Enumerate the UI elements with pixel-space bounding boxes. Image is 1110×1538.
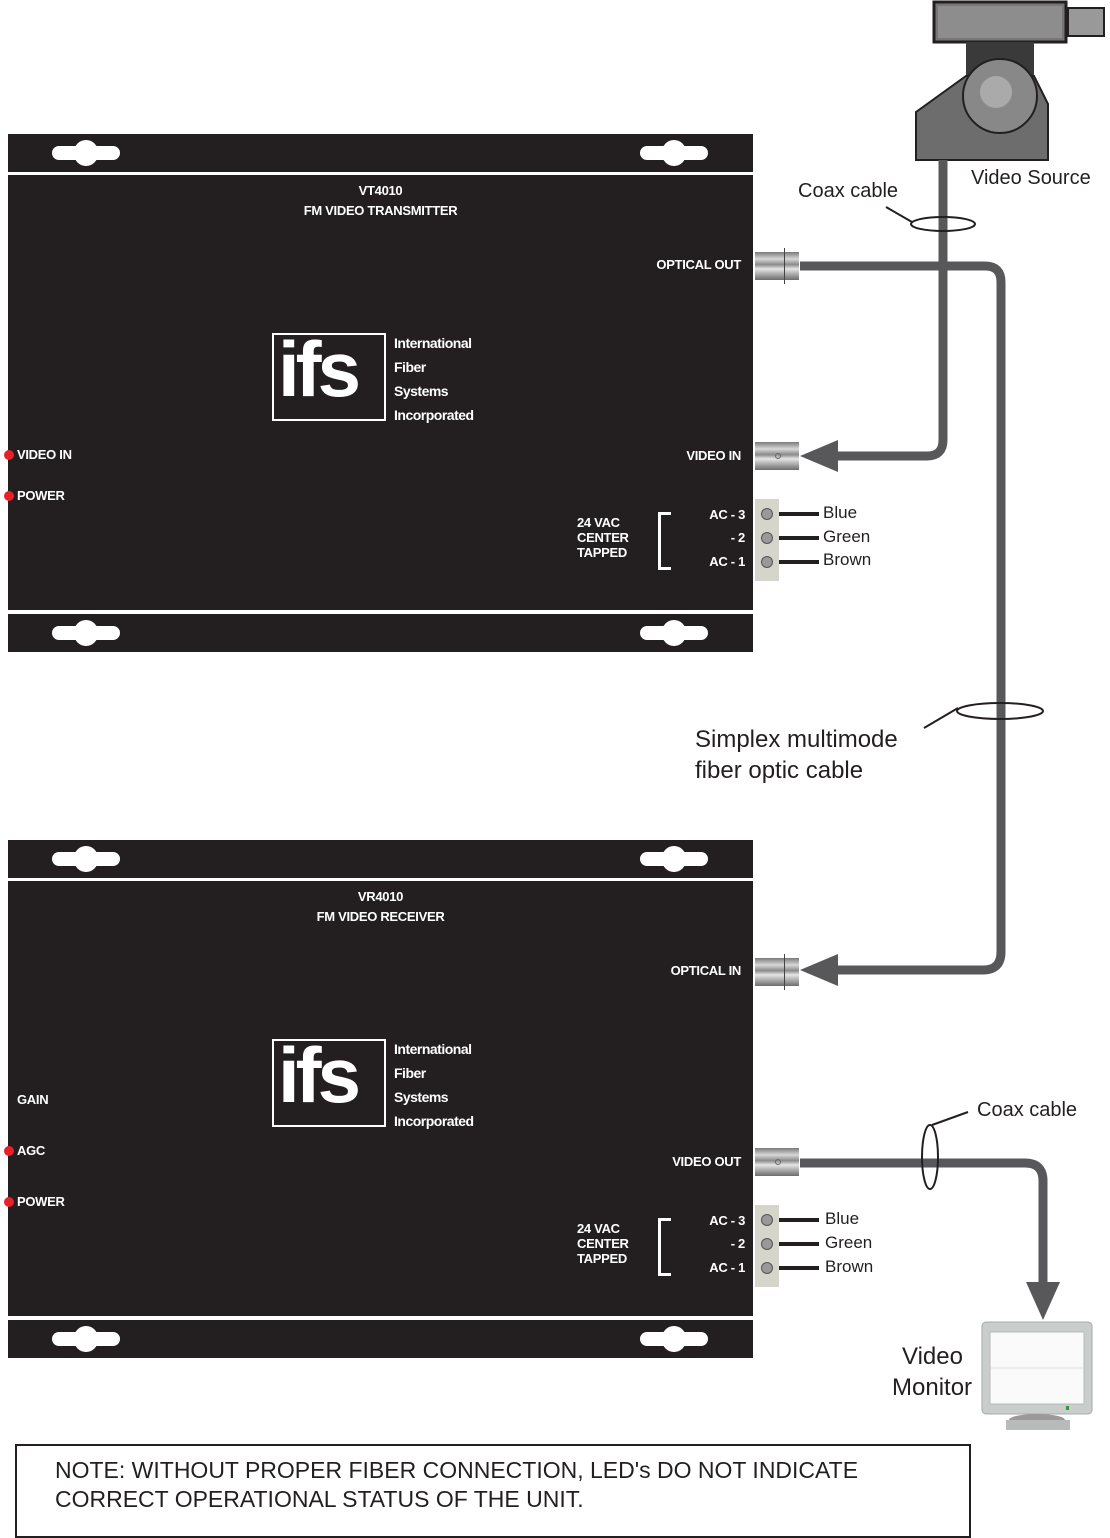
video-monitor-icon (981, 1321, 1093, 1430)
logo-word: Incorporated (394, 1113, 474, 1129)
receiver-bottom-ear (8, 1320, 753, 1358)
power-label: TAPPED (577, 1251, 627, 1266)
coax-cable-label-top: Coax cable (798, 180, 899, 202)
wire-green (779, 536, 819, 540)
receiver-panel: VR4010 FM VIDEO RECEIVER OPTICAL IN VIDE… (4, 881, 753, 1316)
wire-blue (779, 512, 819, 516)
fiber-cable-label: fiber optic cable (695, 757, 864, 784)
note-line: CORRECT OPERATIONAL STATUS OF THE UNIT. (55, 1486, 584, 1512)
terminal-label: - 2 (730, 1236, 746, 1251)
transmitter-panel: VT4010 FM VIDEO TRANSMITTER OPTICAL OUT … (4, 175, 753, 610)
terminal-label: AC - 3 (709, 507, 745, 522)
ifs-logo-box (272, 1039, 386, 1127)
logo-word: Fiber (394, 1065, 426, 1081)
power-label: CENTER (577, 1236, 629, 1251)
ifs-logo-mark: ifs (278, 325, 361, 413)
mounting-slot (640, 846, 708, 872)
mounting-slot (640, 1326, 708, 1352)
screw-icon[interactable] (761, 1214, 773, 1226)
wire-label: Green (825, 1233, 873, 1252)
power-label: TAPPED (577, 545, 627, 560)
transmitter-bottom-ear (8, 614, 753, 652)
receiver-name: FM VIDEO RECEIVER (316, 909, 445, 924)
fiber-cable-label: Simplex multimode (695, 726, 898, 753)
terminal-block (755, 1205, 779, 1287)
led-label-video-in: VIDEO IN (17, 447, 72, 462)
mounting-slot (640, 140, 708, 166)
ifs-logo-box (272, 333, 386, 421)
ifs-logo-mark: ifs (278, 1031, 361, 1119)
video-monitor-label: Video (902, 1343, 963, 1370)
logo-word: Fiber (394, 359, 426, 375)
mounting-slot (52, 846, 120, 872)
screw-icon[interactable] (761, 1262, 773, 1274)
wire-brown (779, 560, 819, 564)
optical-in-connector[interactable] (755, 954, 799, 990)
led-label-agc: AGC (17, 1143, 45, 1158)
led-power (4, 1197, 14, 1207)
transmitter-top-ear (8, 134, 753, 172)
wire-green (779, 1242, 819, 1246)
bracket (658, 1218, 671, 1276)
screw-icon[interactable] (761, 532, 773, 544)
screw-icon[interactable] (761, 1238, 773, 1250)
screw-icon[interactable] (761, 508, 773, 520)
transmitter-model: VT4010 (358, 183, 403, 198)
led-video-in (4, 450, 14, 460)
optical-out-connector[interactable] (755, 248, 799, 284)
led-power (4, 491, 14, 501)
wire-brown (779, 1266, 819, 1270)
wire-blue (779, 1218, 819, 1222)
power-label: CENTER (577, 530, 629, 545)
video-out-label: VIDEO OUT (672, 1154, 741, 1169)
video-in-port-label: VIDEO IN (686, 448, 741, 463)
transmitter-name: FM VIDEO TRANSMITTER (303, 203, 458, 218)
optical-in-label: OPTICAL IN (670, 963, 742, 978)
logo-word: International (394, 335, 472, 351)
power-label: 24 VAC (577, 1221, 620, 1236)
terminal-label: - 2 (730, 530, 746, 545)
coax-cable-label-bottom: Coax cable (977, 1099, 1078, 1121)
note-box: NOTE: WITHOUT PROPER FIBER CONNECTION, L… (15, 1444, 971, 1538)
wire-label: Brown (823, 550, 872, 569)
wire-label: Blue (823, 503, 858, 522)
mounting-slot (640, 620, 708, 646)
optical-out-label: OPTICAL OUT (656, 257, 741, 272)
logo-word: International (394, 1041, 472, 1057)
terminal-label: AC - 1 (709, 1260, 745, 1275)
note-line: NOTE: WITHOUT PROPER FIBER CONNECTION, L… (55, 1457, 859, 1483)
logo-word: Systems (394, 1089, 449, 1105)
video-monitor-label: Monitor (892, 1374, 973, 1401)
terminal-label: AC - 1 (709, 554, 745, 569)
receiver-top-ear (8, 840, 753, 878)
video-camera-icon (915, 0, 1105, 161)
mounting-slot (52, 1326, 120, 1352)
power-label: 24 VAC (577, 515, 620, 530)
led-label-power: POWER (17, 1194, 65, 1209)
receiver-model: VR4010 (357, 889, 404, 904)
logo-word: Systems (394, 383, 449, 399)
mounting-slot (52, 140, 120, 166)
screw-icon[interactable] (761, 556, 773, 568)
led-agc (4, 1146, 14, 1156)
video-source-label: Video Source (971, 167, 1091, 189)
bracket (658, 512, 671, 570)
note-text: NOTE: WITHOUT PROPER FIBER CONNECTION, L… (55, 1456, 858, 1514)
video-in-connector[interactable] (755, 442, 799, 470)
wire-label: Blue (825, 1209, 860, 1228)
video-out-connector[interactable] (755, 1148, 799, 1176)
led-label-power: POWER (17, 488, 65, 503)
label-gain: GAIN (17, 1092, 49, 1107)
wire-label: Green (823, 527, 871, 546)
terminal-block (755, 499, 779, 581)
logo-word: Incorporated (394, 407, 474, 423)
terminal-label: AC - 3 (709, 1213, 745, 1228)
mounting-slot (52, 620, 120, 646)
wire-label: Brown (825, 1257, 874, 1276)
